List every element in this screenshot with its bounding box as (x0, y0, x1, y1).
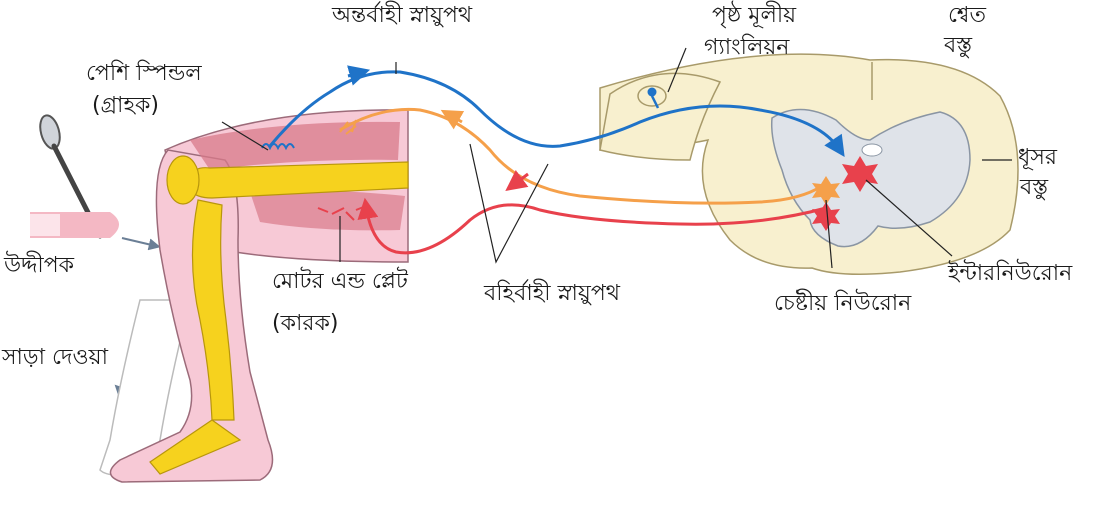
interneuron-label: ইন্টারনিউরোন (948, 260, 1072, 288)
white-matter-label-line1: শ্বেত (948, 2, 986, 30)
motor-end-plate-label: মোটর এন্ড প্লেট (272, 268, 408, 296)
white-matter-label-line2: বস্তু (944, 32, 972, 60)
stimulus-pad (30, 212, 119, 238)
effector-label: (কারক) (272, 310, 338, 338)
motor-neuron-label: চেষ্টীয় নিউরোন (774, 290, 911, 318)
stimulus-arrow (122, 238, 156, 246)
grey-matter-label-line2: বস্তু (1020, 174, 1048, 202)
muscle-spindle-label: পেশি স্পিন্ডল (86, 60, 202, 88)
ganglion-cell-body (648, 88, 657, 97)
response-label: সাড়া দেওয়া (2, 344, 108, 372)
stimulus-label: উদ্দীপক (4, 252, 74, 280)
spinal-cord (600, 54, 1018, 274)
efferent-path-label: বহির্বাহী স্নায়ুপথ (484, 280, 620, 308)
afferent-path-label: অন্তর্বাহী স্নায়ুপথ (332, 2, 472, 30)
drg-label-line1: পৃষ্ঠ মূলীয় (712, 2, 796, 30)
receptor-label: (গ্রাহক) (92, 92, 159, 120)
drg-label-line2: গ্যাংলিয়ন (704, 34, 789, 62)
grey-matter-label-line1: ধূসর (1018, 144, 1057, 172)
